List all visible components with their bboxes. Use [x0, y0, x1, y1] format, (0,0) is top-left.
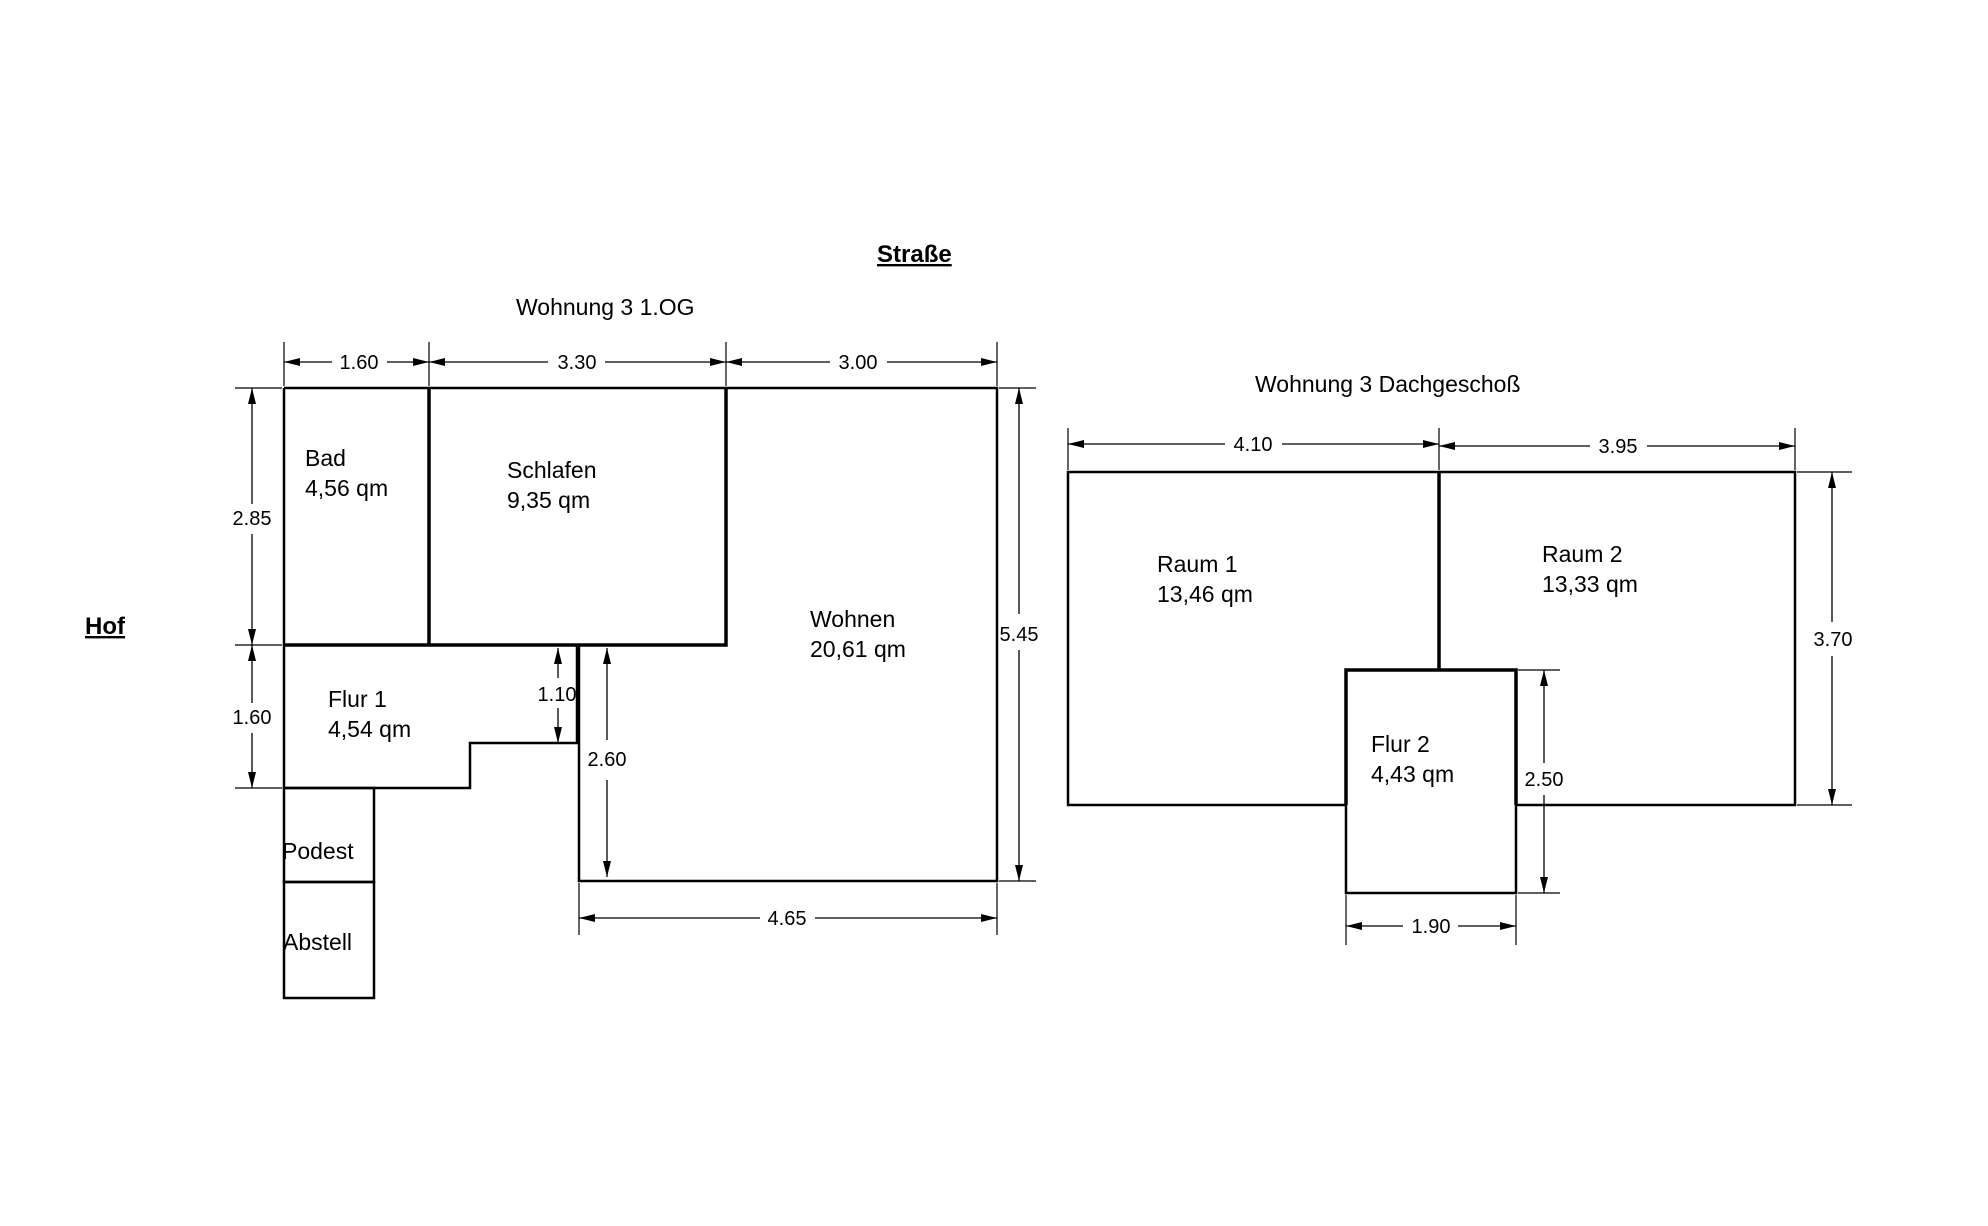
flur2-lower-wall — [1344, 805, 1518, 895]
schlafen-name: Schlafen — [507, 457, 597, 483]
podest-name: Podest — [282, 838, 354, 864]
dim-og-inner-110: 1.10 — [538, 684, 577, 706]
og-top-dimensions: 1.60 3.30 3.00 — [283, 342, 998, 386]
schlafen-wall — [284, 388, 728, 647]
og-right-dimensions: 5.45 — [999, 387, 1039, 882]
og-outer-wall — [284, 386, 999, 883]
raum1-name: Raum 1 — [1157, 551, 1238, 577]
og-inner-dimension-260: 2.60 — [588, 648, 627, 877]
dg-flur-width-dimension: 1.90 — [1345, 895, 1517, 945]
dim-og-top-2: 3.30 — [558, 352, 597, 374]
dg-top-dimensions: 4.10 3.95 — [1067, 428, 1796, 470]
raum2-area: 13,33 qm — [1542, 571, 1638, 597]
dim-og-left-2: 1.60 — [233, 707, 272, 729]
dim-dg-flur-width: 1.90 — [1412, 916, 1451, 938]
dg-right-dimensions: 3.70 — [1797, 471, 1853, 806]
abstell-box — [282, 880, 376, 1000]
raum2-name: Raum 2 — [1542, 541, 1623, 567]
schlafen-area: 9,35 qm — [507, 487, 590, 513]
og-floor-plan: Wohnung 3 1.OG Bad 4,56 qm Schlafen 9,35… — [233, 294, 1039, 1000]
bad-name: Bad — [305, 445, 346, 471]
street-label: Straße — [877, 241, 952, 268]
dim-og-left-1: 2.85 — [233, 508, 272, 530]
wohnen-area: 20,61 qm — [810, 636, 906, 662]
flur1-name: Flur 1 — [328, 686, 387, 712]
flur2-name: Flur 2 — [1371, 731, 1430, 757]
og-bottom-dimensions: 4.65 — [578, 883, 998, 935]
dim-dg-right: 3.70 — [1814, 629, 1853, 651]
dg-flur-height-dimension: 2.50 — [1518, 669, 1564, 894]
raum1-area: 13,46 qm — [1157, 581, 1253, 607]
abstell-name: Abstell — [283, 929, 352, 955]
dim-dg-top-1: 4.10 — [1234, 434, 1273, 456]
flur1-area: 4,54 qm — [328, 716, 411, 742]
flur2-upper-wall — [1344, 668, 1518, 805]
podest-box — [282, 786, 376, 884]
dim-og-top-3: 3.00 — [839, 352, 878, 374]
dg-outer-wall — [1066, 470, 1797, 807]
dim-dg-top-2: 3.95 — [1599, 436, 1638, 458]
flur1-step-wall — [284, 741, 579, 790]
dim-og-bottom: 4.65 — [768, 908, 807, 930]
dim-og-top-1: 1.60 — [340, 352, 379, 374]
dg-floor-plan: Wohnung 3 Dachgeschoß Raum 1 13,46 qm Ra… — [1066, 371, 1853, 945]
og-title: Wohnung 3 1.OG — [516, 294, 695, 320]
og-inner-dimension-110: 1.10 — [538, 648, 577, 744]
dim-og-inner-260: 2.60 — [588, 749, 627, 771]
flur2-area: 4,43 qm — [1371, 761, 1454, 787]
dim-dg-flur-height: 2.50 — [1525, 769, 1564, 791]
dg-title: Wohnung 3 Dachgeschoß — [1255, 371, 1521, 397]
yard-label: Hof — [85, 613, 126, 640]
dim-og-right: 5.45 — [1000, 624, 1039, 646]
og-left-dimensions: 2.85 1.60 — [233, 387, 282, 789]
wohnen-name: Wohnen — [810, 606, 895, 632]
bad-area: 4,56 qm — [305, 475, 388, 501]
